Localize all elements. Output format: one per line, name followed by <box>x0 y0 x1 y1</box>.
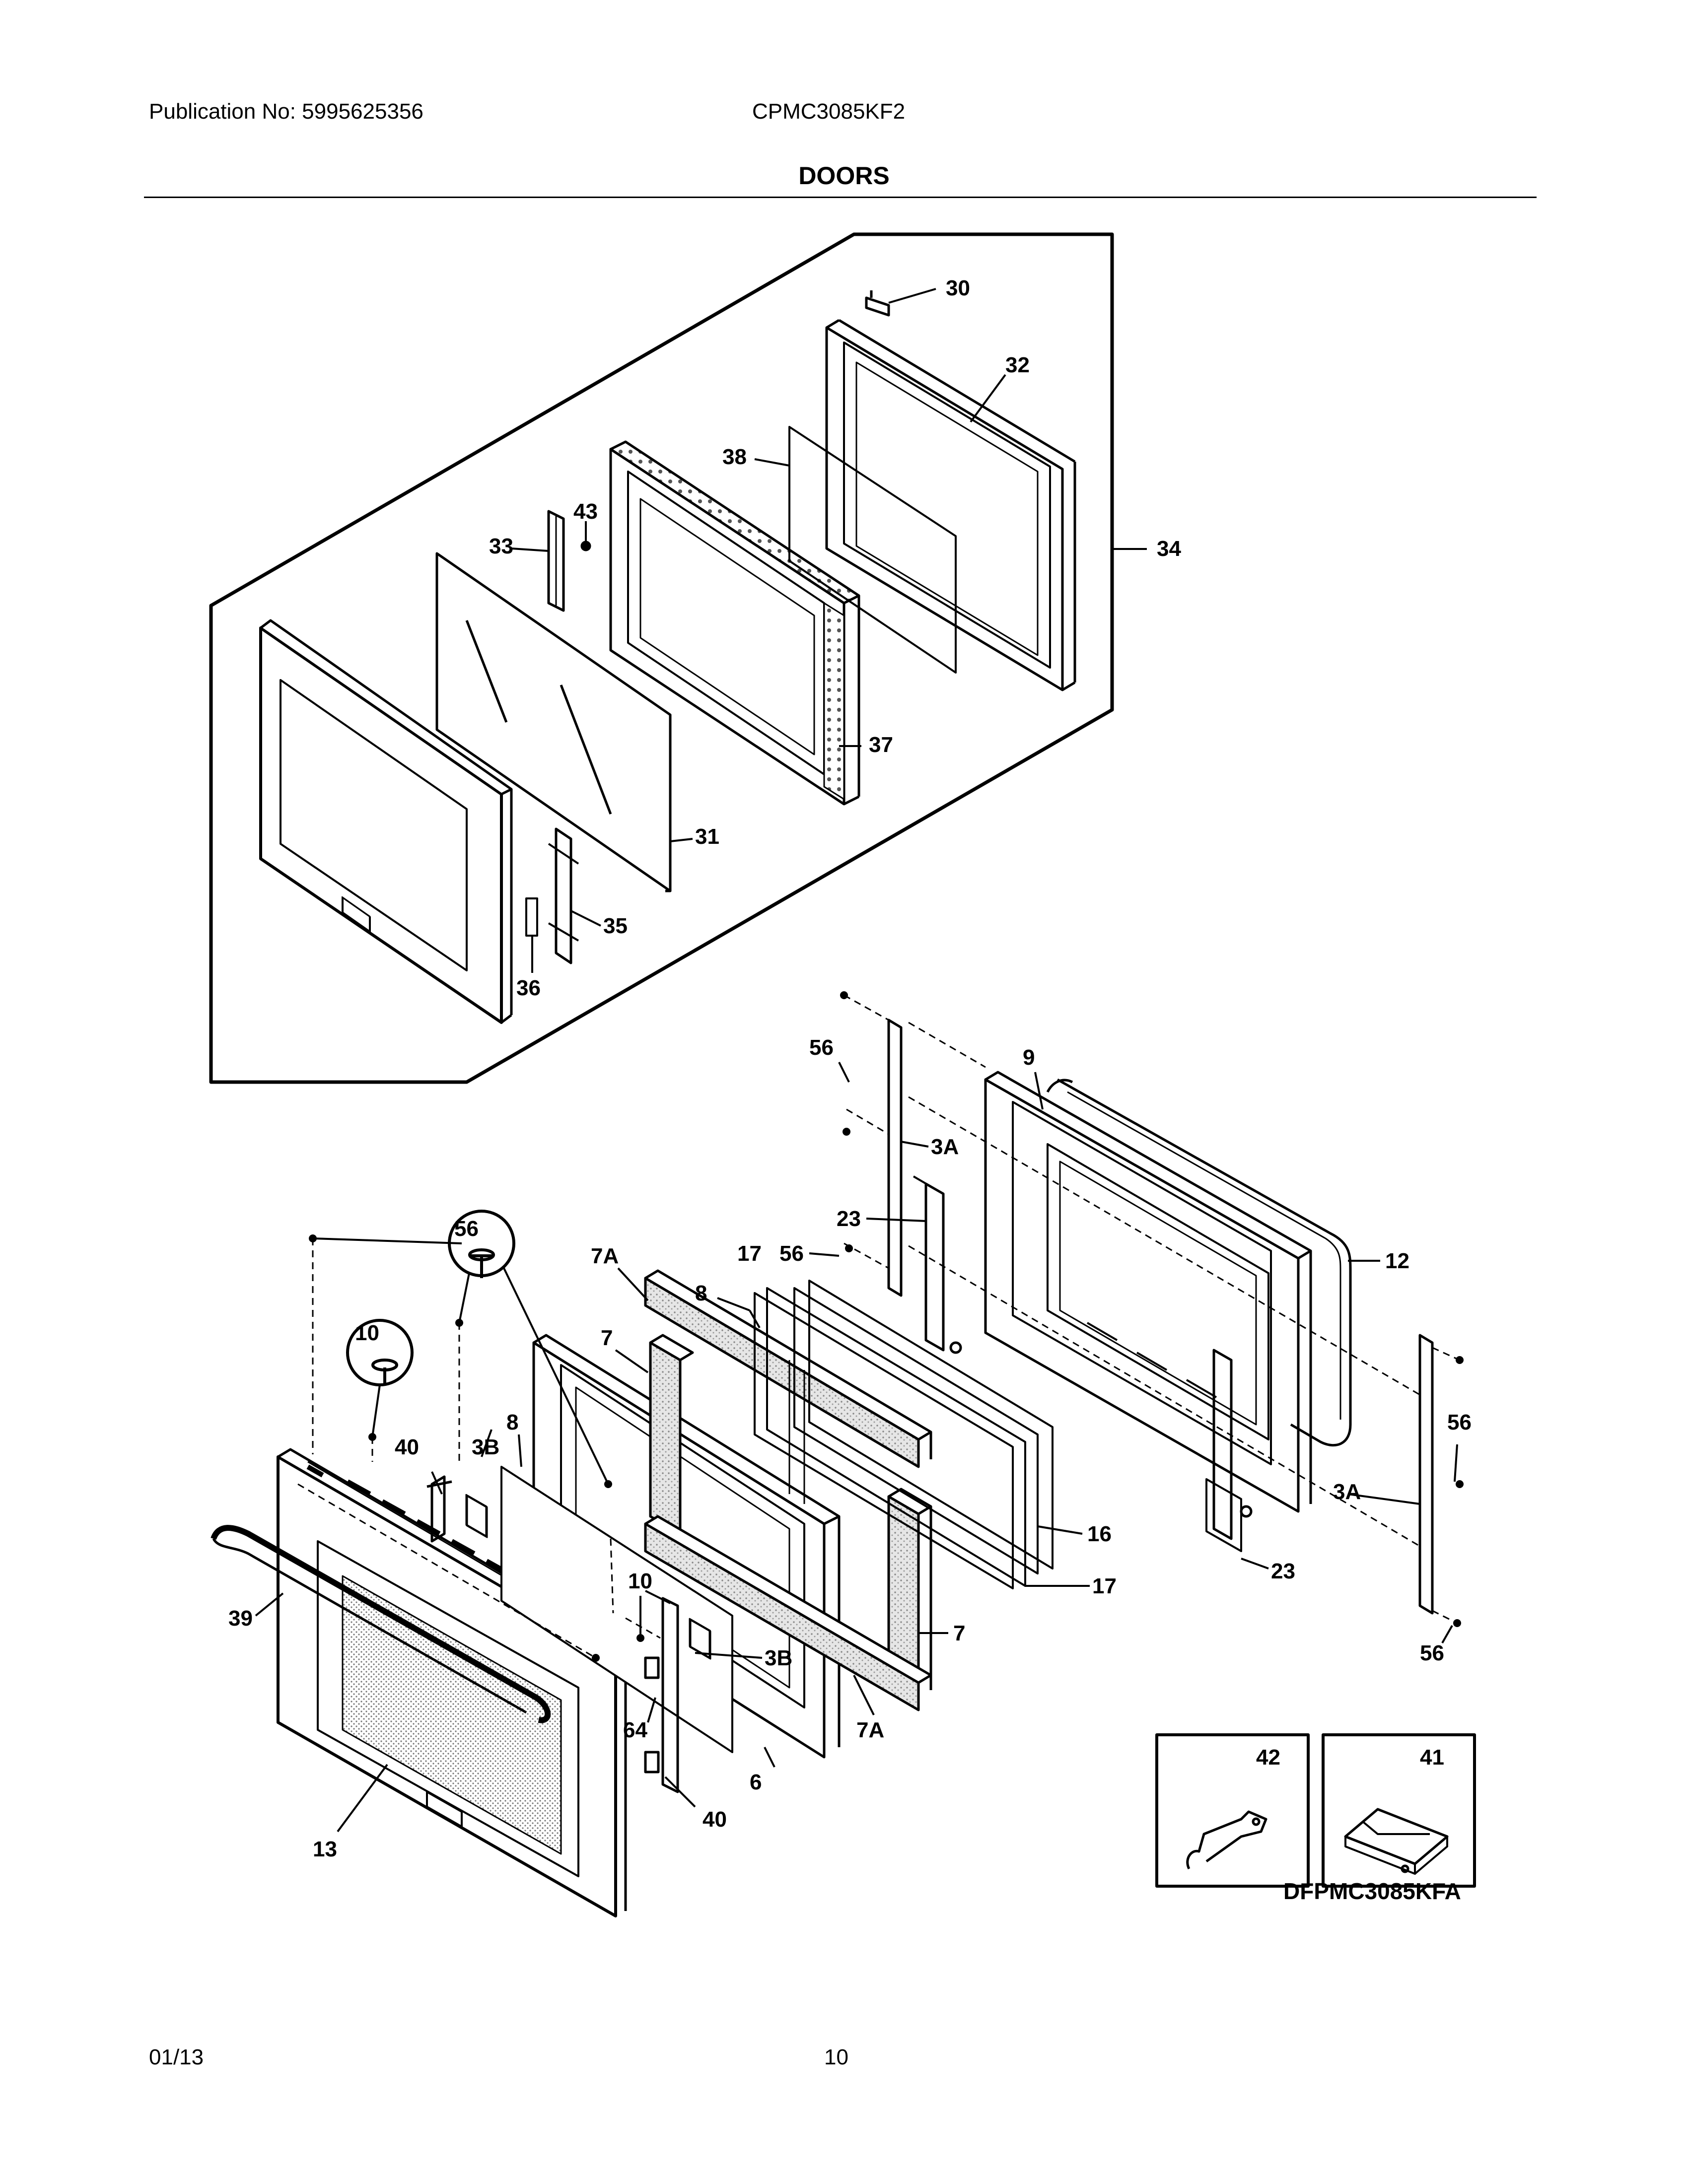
callout-56-e: 56 <box>1420 1641 1444 1665</box>
insulation-block-7-right <box>887 1488 932 1699</box>
publication-number: Publication No: 5995625356 <box>149 99 423 124</box>
door-handle-39 <box>211 1525 551 1723</box>
callout-56-c: 56 <box>454 1217 479 1241</box>
callout-7-b: 7 <box>953 1621 965 1645</box>
spacer-64-b <box>644 1751 660 1774</box>
callout-3B-b: 3B <box>765 1646 792 1670</box>
screw-callout-56 <box>312 1210 609 1485</box>
callout-31: 31 <box>695 824 719 849</box>
frame-32 <box>825 319 1076 691</box>
callout-40-b: 40 <box>703 1807 727 1832</box>
screw-callout-10 <box>346 1319 414 1437</box>
callout-30: 30 <box>946 276 970 300</box>
callout-9: 9 <box>1023 1045 1035 1070</box>
gasket-12 <box>1046 1078 1352 1447</box>
hinge-23-left <box>913 1175 962 1354</box>
callout-37: 37 <box>869 733 893 757</box>
inner-liner-9 <box>984 1071 1312 1513</box>
callout-10-a: 10 <box>355 1321 379 1345</box>
inset-box-42 <box>1155 1733 1310 1888</box>
hinge-bracket-40-left <box>426 1475 452 1543</box>
callout-13: 13 <box>313 1837 337 1861</box>
callout-56-a: 56 <box>809 1035 834 1060</box>
callout-33: 33 <box>489 534 513 558</box>
callout-40-a: 40 <box>395 1435 419 1459</box>
glass-panel-31 <box>435 552 672 892</box>
callout-3A-b: 3A <box>1333 1480 1361 1504</box>
callout-10-b: 10 <box>628 1569 652 1593</box>
callout-17-b: 17 <box>1092 1574 1117 1598</box>
door-assembly-outline <box>209 232 1114 1084</box>
model-number: CPMC3085KF2 <box>752 99 906 124</box>
page-number: 10 <box>824 2045 848 2069</box>
callout-41: 41 <box>1420 1745 1444 1770</box>
inner-frame-37 <box>609 440 860 806</box>
bracket-35 <box>548 827 579 964</box>
callout-8-a: 8 <box>695 1281 707 1305</box>
outer-door-panel <box>259 619 513 1024</box>
callout-43: 43 <box>573 499 598 524</box>
callout-32: 32 <box>1005 353 1030 377</box>
insulation-block-7-left <box>649 1334 694 1535</box>
callout-12: 12 <box>1385 1249 1409 1273</box>
hinge-bracket-40-right <box>645 1590 679 1793</box>
callout-23-b: 23 <box>1271 1559 1295 1583</box>
callout-16: 16 <box>1087 1522 1112 1546</box>
callout-3A-a: 3A <box>931 1135 959 1159</box>
callout-56-d: 56 <box>1447 1410 1472 1434</box>
glass-pack-16-17 <box>754 1280 1054 1589</box>
callout-8-b: 8 <box>506 1410 518 1434</box>
callout-35: 35 <box>603 914 628 938</box>
publication-date: 01/13 <box>149 2045 204 2069</box>
strip-3A-right <box>1418 1334 1434 1615</box>
bracket-42-part <box>1186 1810 1267 1870</box>
callout-34: 34 <box>1157 537 1181 561</box>
drawing-number: DFPMC3085KFA <box>1283 1878 1461 1904</box>
bracket-41-part <box>1344 1808 1449 1875</box>
screw-dots <box>309 991 1464 1662</box>
callout-7-a: 7 <box>601 1326 613 1350</box>
callout-23-a: 23 <box>837 1207 861 1231</box>
callout-36: 36 <box>516 976 541 1000</box>
callout-39: 39 <box>228 1606 253 1631</box>
bracket-33 <box>547 510 565 612</box>
callout-7A-b: 7A <box>856 1718 884 1742</box>
hinge-23-right <box>1205 1349 1253 1552</box>
strip-3A-left <box>887 1019 903 1297</box>
hinge-cap-30 <box>865 290 890 317</box>
header-rule <box>144 197 1537 198</box>
insulation-8 <box>500 1466 733 1753</box>
callout-42: 42 <box>1256 1745 1280 1770</box>
callout-7A-a: 7A <box>591 1244 619 1268</box>
callout-64: 64 <box>623 1718 647 1742</box>
callout-6: 6 <box>750 1770 762 1794</box>
clip-3B-left <box>465 1494 488 1538</box>
inset-box-41 <box>1322 1733 1476 1888</box>
callout-56-b: 56 <box>779 1241 804 1266</box>
page-title: DOORS <box>798 162 890 190</box>
callout-3B-a: 3B <box>472 1435 499 1459</box>
callout-17-a: 17 <box>737 1241 762 1266</box>
insulation-block-7A-bottom <box>644 1515 932 1711</box>
glass-panel-38 <box>788 426 957 674</box>
callout-38: 38 <box>722 445 747 469</box>
spacer-64-a <box>644 1656 660 1679</box>
clip-36 <box>525 897 538 937</box>
